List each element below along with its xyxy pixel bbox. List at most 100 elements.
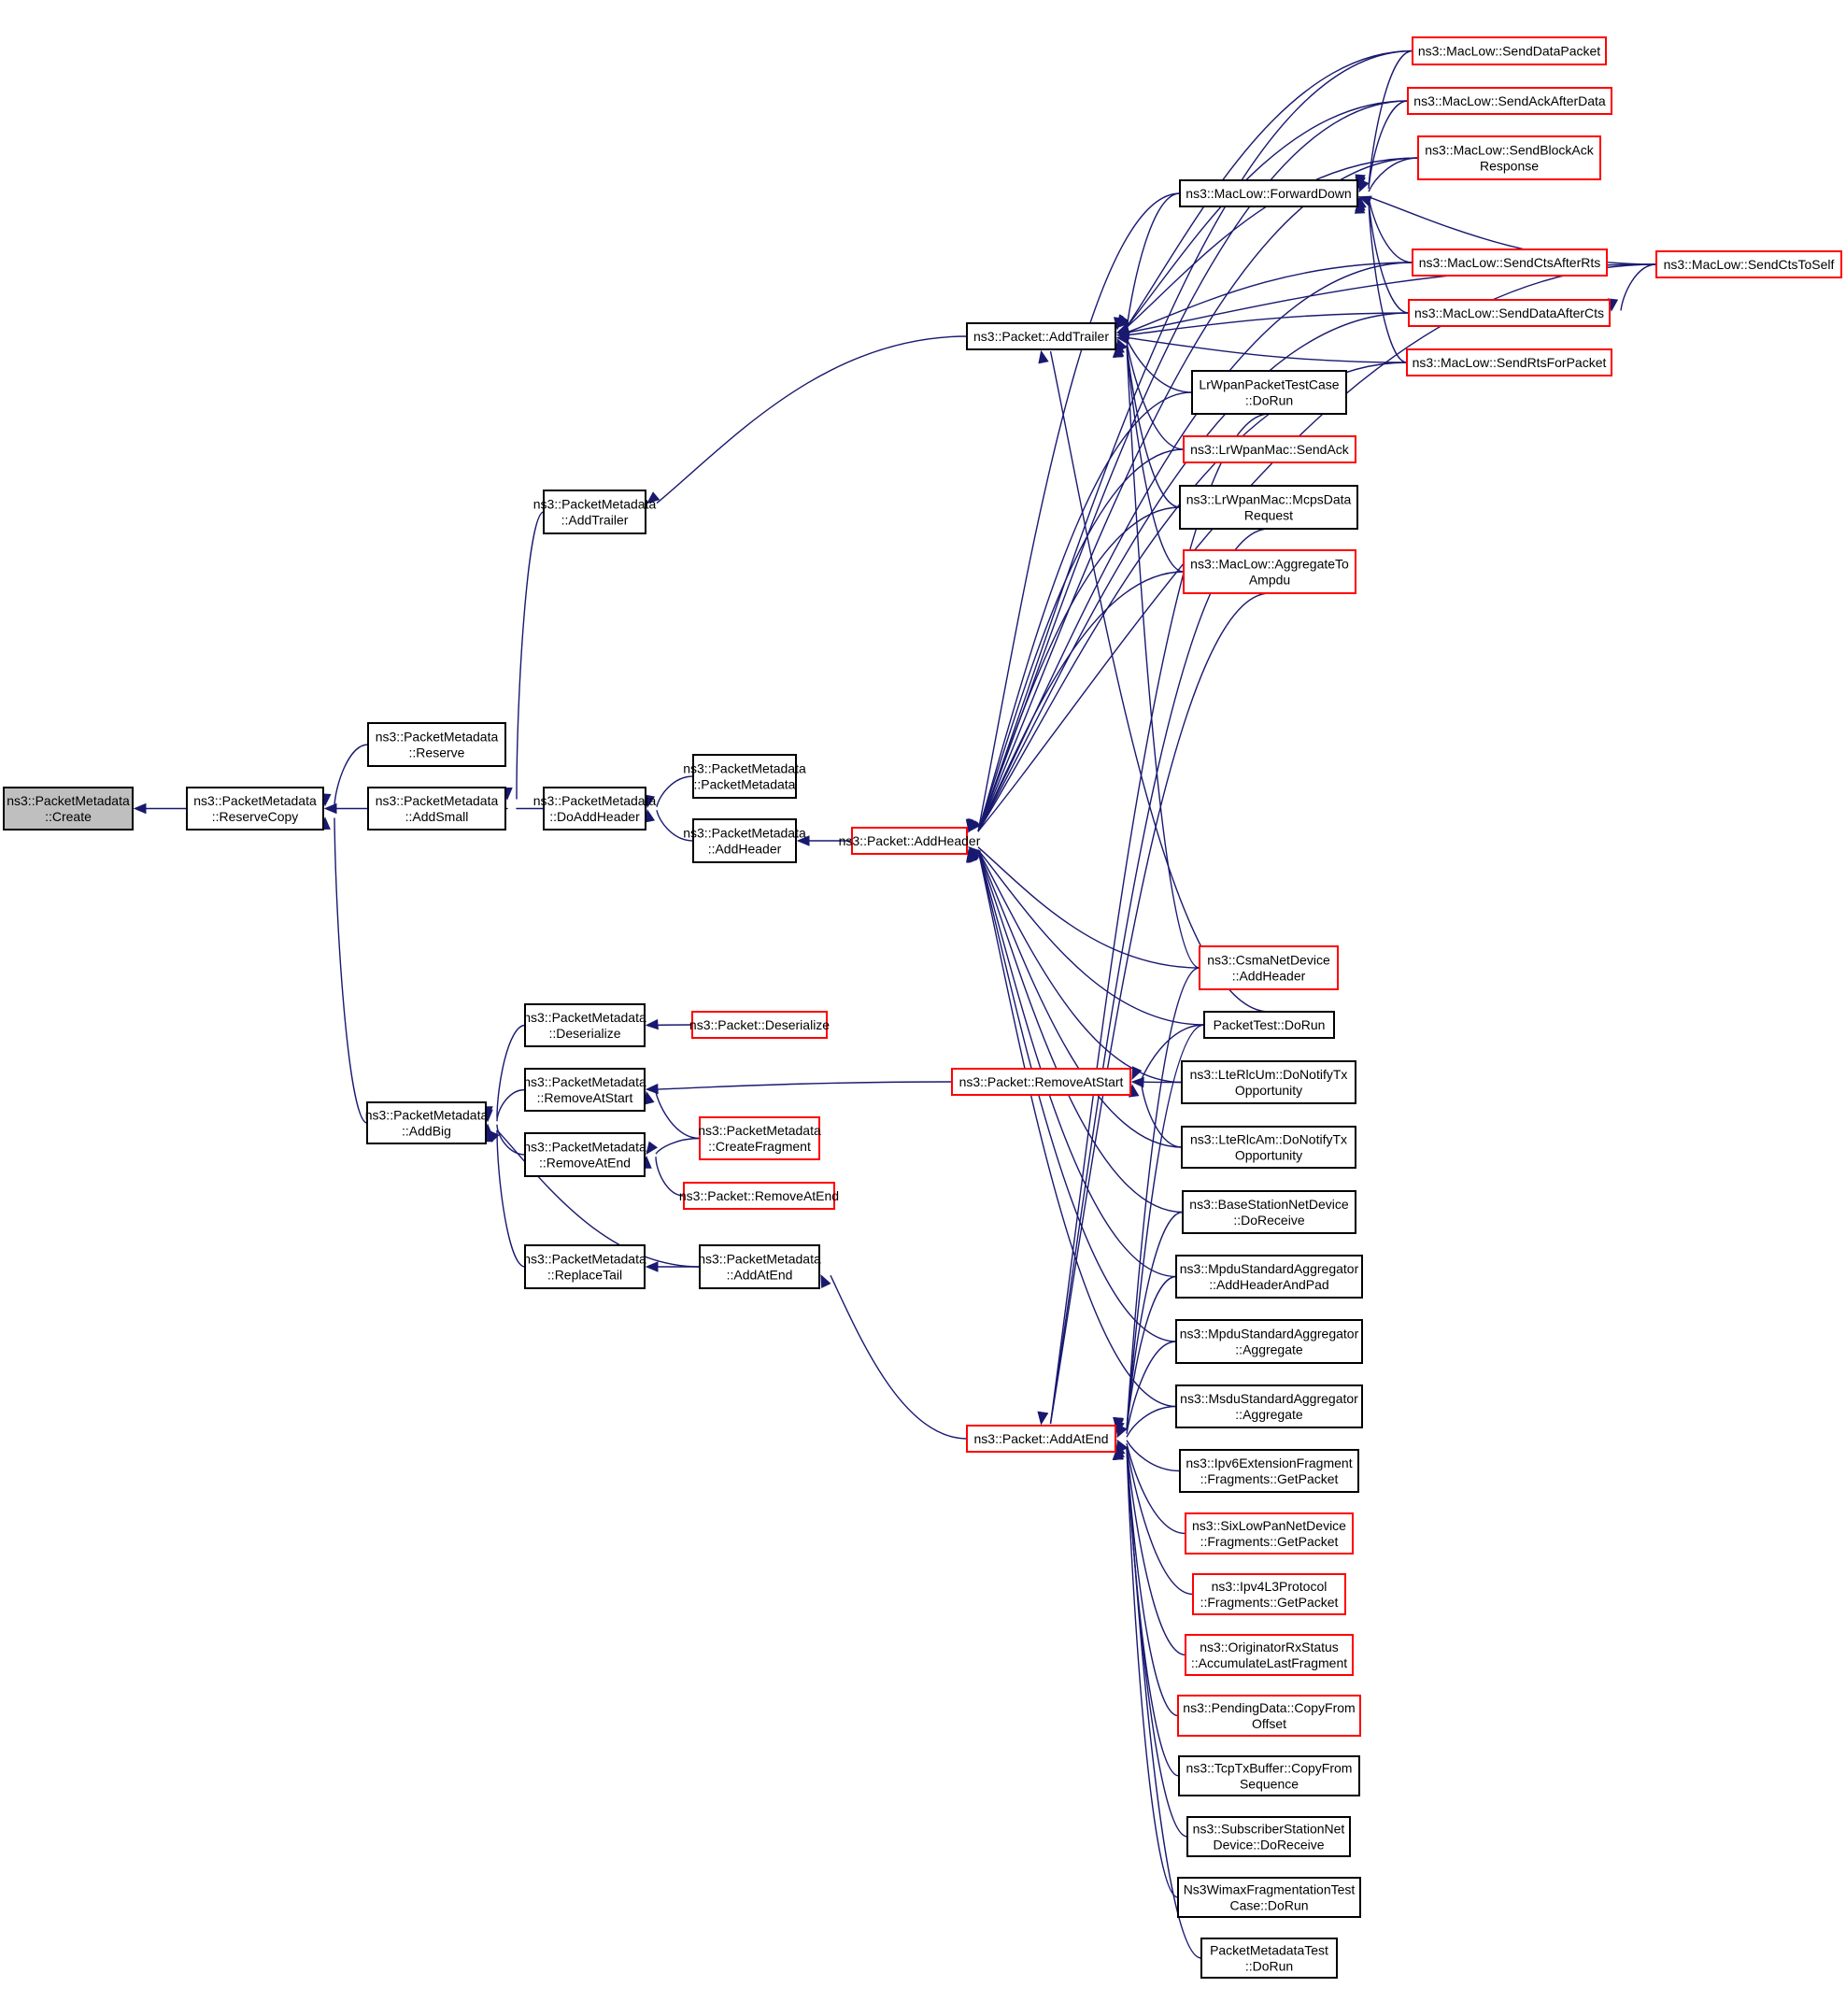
node-reserve[interactable]: ns3::PacketMetadata::Reserve xyxy=(367,722,506,767)
node-box[interactable] xyxy=(1185,1512,1354,1555)
node-p-removeatstart[interactable]: ns3::Packet::RemoveAtStart xyxy=(951,1068,1131,1096)
node-box[interactable] xyxy=(1175,1319,1363,1364)
node-box[interactable] xyxy=(1177,1877,1361,1918)
node-box[interactable] xyxy=(1412,36,1607,65)
node-box[interactable] xyxy=(692,818,797,863)
node-box[interactable] xyxy=(524,1132,646,1177)
node-box[interactable] xyxy=(1408,299,1611,327)
node-doaddheader[interactable]: ns3::PacketMetadata::DoAddHeader xyxy=(533,787,657,831)
node-box[interactable] xyxy=(186,787,324,831)
node-box[interactable] xyxy=(1406,348,1612,376)
node-box[interactable] xyxy=(366,1101,487,1144)
node-box[interactable] xyxy=(1185,1634,1354,1676)
node-box[interactable] xyxy=(1175,1384,1363,1428)
node-box[interactable] xyxy=(543,787,646,831)
node-box[interactable] xyxy=(1181,1126,1356,1169)
node-box[interactable] xyxy=(851,827,968,855)
node-addbig[interactable]: ns3::PacketMetadata::AddBig xyxy=(365,1101,489,1144)
node-box[interactable] xyxy=(1191,370,1347,415)
node-p-removeatend[interactable]: ns3::Packet::RemoveAtEnd xyxy=(679,1182,839,1210)
node-box[interactable] xyxy=(1179,1449,1359,1493)
node-sendctsafterrts[interactable]: ns3::MacLow::SendCtsAfterRts xyxy=(1412,248,1608,277)
node-pm-addheader[interactable]: ns3::PacketMetadata::AddHeader xyxy=(683,818,806,863)
node-box[interactable] xyxy=(1203,1011,1335,1039)
node-box[interactable] xyxy=(1183,435,1356,463)
node-pm-removeatstart[interactable]: ns3::PacketMetadata::RemoveAtStart xyxy=(523,1068,646,1112)
node-lrwpan-sendack[interactable]: ns3::LrWpanMac::SendAck xyxy=(1183,435,1356,463)
node-box[interactable] xyxy=(1181,1060,1356,1104)
node-box[interactable] xyxy=(1186,1816,1351,1857)
node-pm-addtrailer[interactable]: ns3::PacketMetadata::AddTrailer xyxy=(533,490,657,534)
node-box[interactable] xyxy=(524,1244,646,1289)
node-create[interactable]: ns3::PacketMetadata::Create xyxy=(3,787,134,831)
node-pm-deserialize[interactable]: ns3::PacketMetadata::Deserialize xyxy=(523,1003,646,1047)
node-box[interactable] xyxy=(1655,250,1842,278)
node-reservecopy[interactable]: ns3::PacketMetadata::ReserveCopy xyxy=(186,787,324,831)
node-ipv4l3[interactable]: ns3::Ipv4L3Protocol::Fragments::GetPacke… xyxy=(1192,1573,1346,1615)
node-box[interactable] xyxy=(966,322,1116,350)
node-box[interactable] xyxy=(966,1425,1116,1453)
node-box[interactable] xyxy=(1412,248,1608,277)
node-box[interactable] xyxy=(699,1116,820,1160)
node-box[interactable] xyxy=(699,1244,820,1289)
node-createfragment[interactable]: ns3::PacketMetadata::CreateFragment xyxy=(698,1116,821,1160)
node-subscriber[interactable]: ns3::SubscriberStationNetDevice::DoRecei… xyxy=(1186,1816,1351,1857)
node-box[interactable] xyxy=(1178,1755,1360,1796)
node-forwarddown[interactable]: ns3::MacLow::ForwardDown xyxy=(1179,179,1358,207)
node-packettest[interactable]: PacketTest::DoRun xyxy=(1203,1011,1335,1039)
node-box[interactable] xyxy=(543,490,646,534)
node-addsmall[interactable]: ns3::PacketMetadata::AddSmall xyxy=(367,787,506,831)
node-box[interactable] xyxy=(1200,1938,1338,1979)
node-msdu-agg[interactable]: ns3::MsduStandardAggregator::Aggregate xyxy=(1175,1384,1363,1428)
node-box[interactable] xyxy=(1192,1573,1346,1615)
node-pm-packetmetadata[interactable]: ns3::PacketMetadata::PacketMetadata xyxy=(683,754,806,799)
node-sixlowpan[interactable]: ns3::SixLowPanNetDevice::Fragments::GetP… xyxy=(1185,1512,1354,1555)
node-p-addheader[interactable]: ns3::Packet::AddHeader xyxy=(839,827,981,855)
node-box[interactable] xyxy=(951,1068,1131,1096)
node-pm-removeatend[interactable]: ns3::PacketMetadata::RemoveAtEnd xyxy=(523,1132,646,1177)
node-sendrtsforpacket[interactable]: ns3::MacLow::SendRtsForPacket xyxy=(1406,348,1612,376)
node-box[interactable] xyxy=(1179,485,1358,530)
node-box[interactable] xyxy=(683,1182,835,1210)
node-box[interactable] xyxy=(367,787,506,831)
node-lrwpantest[interactable]: LrWpanPacketTestCase::DoRun xyxy=(1191,370,1347,415)
node-box[interactable] xyxy=(691,1011,828,1039)
node-sendackafterdata[interactable]: ns3::MacLow::SendAckAfterData xyxy=(1407,87,1612,115)
node-mpdu-agg[interactable]: ns3::MpduStandardAggregator::Aggregate xyxy=(1175,1319,1363,1364)
node-replacetail[interactable]: ns3::PacketMetadata::ReplaceTail xyxy=(523,1244,646,1289)
node-pm-addatend[interactable]: ns3::PacketMetadata::AddAtEnd xyxy=(698,1244,821,1289)
node-p-addtrailer[interactable]: ns3::Packet::AddTrailer xyxy=(966,322,1116,350)
node-originator[interactable]: ns3::OriginatorRxStatus::AccumulateLastF… xyxy=(1185,1634,1354,1676)
node-box[interactable] xyxy=(3,787,134,831)
node-box[interactable] xyxy=(1175,1255,1363,1299)
node-box[interactable] xyxy=(1407,87,1612,115)
node-sendctstoself[interactable]: ns3::MacLow::SendCtsToSelf xyxy=(1655,250,1842,278)
node-box[interactable] xyxy=(1177,1695,1361,1737)
node-p-addatend[interactable]: ns3::Packet::AddAtEnd xyxy=(966,1425,1116,1453)
node-csma[interactable]: ns3::CsmaNetDevice::AddHeader xyxy=(1199,945,1339,990)
node-box[interactable] xyxy=(1199,945,1339,990)
node-box[interactable] xyxy=(1179,179,1358,207)
node-box[interactable] xyxy=(1182,1190,1356,1234)
node-basestation[interactable]: ns3::BaseStationNetDevice::DoReceive xyxy=(1182,1190,1356,1234)
node-box[interactable] xyxy=(524,1068,646,1112)
node-pmtest[interactable]: PacketMetadataTest::DoRun xyxy=(1200,1938,1338,1979)
node-p-deserialize[interactable]: ns3::Packet::Deserialize xyxy=(689,1011,830,1039)
node-senddatapacket[interactable]: ns3::MacLow::SendDataPacket xyxy=(1412,36,1607,65)
node-box[interactable] xyxy=(1183,549,1356,594)
node-ipv6frag[interactable]: ns3::Ipv6ExtensionFragment::Fragments::G… xyxy=(1179,1449,1359,1493)
node-box[interactable] xyxy=(524,1003,646,1047)
node-box[interactable] xyxy=(692,754,797,799)
node-mpdu-addhdr[interactable]: ns3::MpduStandardAggregator::AddHeaderAn… xyxy=(1175,1255,1363,1299)
node-box[interactable] xyxy=(1417,135,1601,180)
node-box[interactable] xyxy=(367,722,506,767)
node-senddataaftercts[interactable]: ns3::MacLow::SendDataAfterCts xyxy=(1408,299,1611,327)
